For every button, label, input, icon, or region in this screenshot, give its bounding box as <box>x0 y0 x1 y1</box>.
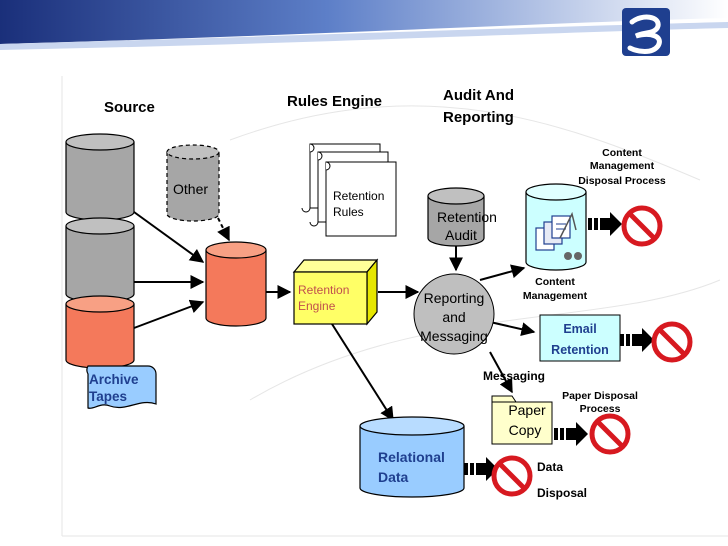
messaging-label: Messaging <box>483 369 545 383</box>
reporting-label-line1: Reporting <box>424 290 485 306</box>
relational-label-line2: Data <box>378 469 409 485</box>
data-disposal-line2: Disposal <box>537 486 587 500</box>
header-band <box>0 0 728 50</box>
paper-process-line2: Process <box>580 403 621 415</box>
source-database-salmon <box>65 295 135 369</box>
header-audit-line1: Audit And <box>443 87 514 104</box>
reporting-label-line2: and <box>442 309 465 325</box>
source-database-1 <box>65 133 135 221</box>
retention-audit-database <box>427 187 485 247</box>
prohibited-icon <box>624 208 660 244</box>
content-mgmt-line2: Management <box>523 290 588 302</box>
header-source: Source <box>104 99 155 116</box>
prohibited-icon <box>494 458 530 494</box>
relational-label-line1: Relational <box>378 449 445 465</box>
content-process-line1: Content <box>602 147 642 159</box>
block-arrow-data <box>464 457 498 481</box>
content-mgmt-line1: Content <box>535 276 575 288</box>
email-label-line2: Retention <box>551 343 609 357</box>
paper-process-line1: Paper Disposal <box>562 390 638 402</box>
retention-rules-scrolls <box>301 143 397 237</box>
reporting-label-line3: Messaging <box>420 328 488 344</box>
rules-label-line1: Retention <box>333 189 384 203</box>
retention-engine-cube <box>292 258 379 326</box>
company-logo-icon <box>622 8 670 56</box>
prohibited-icon <box>654 324 690 360</box>
documents-icon <box>535 211 582 260</box>
content-management-database <box>525 183 587 271</box>
archive-label-line2: Tapes <box>89 389 127 404</box>
engine-label-line1: Retention <box>298 283 349 297</box>
archive-label-line1: Archive <box>89 372 139 387</box>
other-database <box>166 144 220 222</box>
other-label: Other <box>173 181 208 197</box>
source-database-2 <box>65 217 135 303</box>
connector-arrows <box>133 211 536 422</box>
audit-label-line2: Audit <box>445 227 477 243</box>
email-retention-box: Email Retention <box>539 314 621 362</box>
header-audit-line2: Reporting <box>443 109 514 126</box>
content-process-line3: Disposal Process <box>578 175 666 187</box>
header-rules-engine: Rules Engine <box>287 93 382 110</box>
paper-label-line1: Paper <box>508 402 546 418</box>
content-process-line2: Management <box>590 160 655 172</box>
block-arrow-paper <box>554 422 588 446</box>
staging-database <box>205 241 267 327</box>
audit-label-line1: Retention <box>437 209 497 225</box>
block-arrow-email <box>620 328 654 352</box>
email-label-line1: Email <box>563 322 596 336</box>
data-disposal-line1: Data <box>537 460 563 474</box>
paper-label-line2: Copy <box>509 422 542 438</box>
block-arrow-content <box>588 212 622 236</box>
background-lines <box>61 76 728 537</box>
relational-data-database: Relational Data <box>359 416 465 498</box>
rules-label-line2: Rules <box>333 205 364 219</box>
reporting-messaging: Reporting and Messaging <box>413 273 495 355</box>
paper-copy-folder: Paper Copy <box>491 395 553 445</box>
prohibited-icon <box>592 416 628 452</box>
archive-tapes: Archive Tapes <box>86 365 157 409</box>
engine-label-line2: Engine <box>298 299 336 313</box>
